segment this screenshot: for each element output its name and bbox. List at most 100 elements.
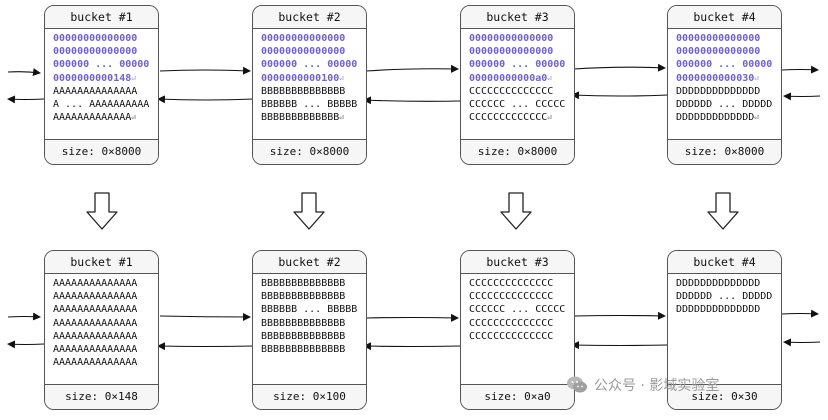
watermark-text: 公众号 · 影域实验室	[594, 378, 720, 394]
bottom-link-2-3-fwd	[365, 313, 459, 322]
top-link-out-fwd	[781, 65, 819, 74]
return-icon: ⏎	[547, 73, 553, 83]
return-icon: ⏎	[754, 73, 760, 83]
pointer-line: 00000000000000	[53, 45, 158, 58]
data-line: AAAAAAAAAAAAAA	[53, 317, 158, 330]
data-line: CCCCCCCCCCCCCC	[469, 317, 574, 330]
return-icon: ⏎	[754, 113, 760, 123]
data-line: DDDDDDDDDDDDDD	[676, 303, 781, 316]
data-line: BBBBBBBBBBBBBB	[261, 277, 366, 290]
bucket-size: size: 0×148	[45, 384, 158, 409]
pointer-line: 0000000000100⏎	[261, 72, 366, 85]
data-line: BBBBBB ... BBBBB	[261, 98, 366, 111]
return-icon: ⏎	[131, 113, 137, 123]
top-link-in-fwd	[7, 68, 41, 77]
bucket-title: bucket #1	[45, 6, 158, 29]
data-line: AAAAAAAAAAAAAA	[53, 85, 158, 98]
line-text: AAAAAAAAAAAAAA	[53, 291, 138, 303]
top-link-3-4-fwd	[573, 63, 666, 72]
bottom-link-1-2-fwd	[159, 312, 251, 321]
data-line: DDDDDDDDDDDDD⏎	[676, 111, 781, 124]
wechat-icon	[567, 376, 587, 393]
pointer-line: 0000000000148⏎	[53, 72, 158, 85]
line-text: 000000 ... 00000	[469, 59, 566, 71]
data-line: CCCCCCCCCCCCCC	[469, 290, 574, 303]
line-text: BBBBBBBBBBBBB	[261, 112, 340, 124]
bucket-size: size: 0×8000	[253, 139, 366, 164]
data-line: AAAAAAAAAAAAAA	[53, 356, 158, 369]
data-line: BBBBBBBBBBBBBB	[261, 290, 366, 303]
line-text: AAAAAAAAAAAAAA	[53, 357, 138, 369]
top-link-3-2-back	[363, 96, 462, 105]
line-text: 00000000000000	[469, 46, 554, 58]
line-text: 0000000000100	[261, 72, 340, 84]
line-text: DDDDDD ... DDDDD	[676, 291, 773, 303]
line-text: AAAAAAAAAAAAAA	[53, 278, 138, 289]
line-text: 000000 ... 00000	[53, 59, 150, 71]
line-text: BBBBBBBBBBBBBB	[261, 291, 346, 303]
down-arrow-1	[86, 192, 118, 230]
pointer-line: 00000000000000	[469, 32, 574, 45]
top-link-2-3-fwd	[365, 64, 459, 73]
line-text: 000000 ... 00000	[676, 59, 773, 71]
line-text: 00000000000000	[53, 33, 138, 44]
top-link-out-back	[7, 95, 45, 104]
top-link-in-back	[783, 92, 821, 101]
bottom-link-3-2-back	[363, 342, 462, 351]
line-text: DDDDDDDDDDDDD	[676, 112, 755, 124]
bucket-title: bucket #3	[461, 251, 574, 274]
pointer-line: 00000000000000	[53, 32, 158, 45]
line-text: DDDDDDDDDDDDDD	[676, 85, 761, 97]
line-text: 00000000000000	[676, 33, 761, 44]
line-text: CCCCCC ... CCCCC	[469, 99, 566, 111]
data-line: AAAAAAAAAAAAAA	[53, 290, 158, 303]
return-icon: ⏎	[339, 73, 345, 83]
bucket-title: bucket #4	[668, 251, 781, 274]
line-text: 0000000000030	[676, 72, 755, 84]
pointer-line: 000000 ... 00000	[469, 58, 574, 71]
data-line: CCCCCCCCCCCCCC	[469, 85, 574, 98]
bucket-size: size: 0×100	[253, 384, 366, 409]
data-line: CCCCCC ... CCCCC	[469, 303, 574, 316]
line-text: AAAAAAAAAAAAA	[53, 112, 132, 124]
data-line: BBBBBBBBBBBBBB	[261, 330, 366, 343]
bottom-link-4-3-back	[571, 341, 669, 350]
data-line: DDDDDD ... DDDDD	[676, 290, 781, 303]
bottom-link-in-back	[783, 338, 821, 347]
top-link-1-2-fwd	[159, 66, 251, 75]
pointer-line: 00000000000000	[469, 45, 574, 58]
bottom-link-3-4-fwd	[573, 311, 666, 320]
pointer-line: 0000000000030⏎	[676, 72, 781, 85]
bottom-link-out-fwd	[781, 309, 819, 318]
line-text: BBBBBBBBBBBBBB	[261, 278, 346, 289]
line-text: BBBBBBBBBBBBBB	[261, 85, 346, 97]
line-text: CCCCCCCCCCCCCC	[469, 278, 554, 289]
data-line: CCCCCCCCCCCCCC	[469, 330, 574, 343]
line-text: CCCCCCCCCCCCCC	[469, 330, 554, 342]
line-text: 00000000000000	[261, 46, 346, 58]
data-line: BBBBBBBBBBBBBB	[261, 317, 366, 330]
line-text: CCCCCC ... CCCCC	[469, 304, 566, 316]
line-text: CCCCCCCCCCCCCC	[469, 317, 554, 329]
line-text: 0000000000148	[53, 72, 132, 84]
data-line: A ... AAAAAAAAAA	[53, 98, 158, 111]
line-text: DDDDDDDDDDDDDD	[676, 304, 761, 316]
line-text: BBBBBBBBBBBBBB	[261, 344, 346, 356]
line-text: AAAAAAAAAAAAAA	[53, 304, 138, 316]
pointer-line: 000000 ... 00000	[53, 58, 158, 71]
line-text: 00000000000000	[676, 46, 761, 58]
data-line: CCCCCCCCCCCCCC	[469, 277, 574, 290]
line-text: CCCCCCCCCCCCCC	[469, 291, 554, 303]
bottom-link-2-1-back	[157, 342, 255, 351]
